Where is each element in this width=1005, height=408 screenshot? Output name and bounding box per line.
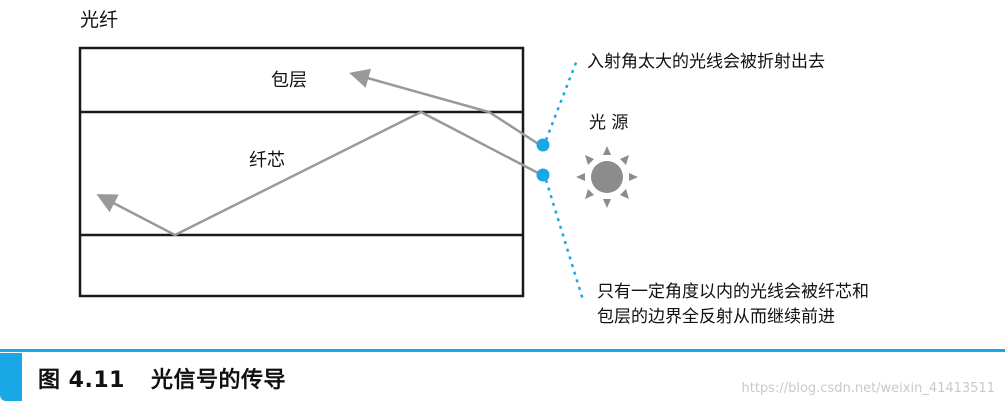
entry-point-refracted — [536, 138, 550, 152]
caption-title: 光信号的传导 — [150, 368, 286, 393]
caption-number: 图 4.11 — [38, 368, 125, 393]
entry-point-reflected — [536, 168, 550, 182]
annotation-reflected-line1: 只有一定角度以内的光线会被纤芯和 — [597, 282, 869, 302]
cladding-label: 包层 — [271, 70, 307, 91]
annotation-refracted: 入射角太大的光线会被折射出去 — [587, 52, 825, 72]
figure-caption: 图 4.11 光信号的传导 — [38, 362, 286, 394]
leader-refracted — [544, 59, 579, 141]
light-source-label: 光 源 — [589, 113, 628, 133]
refracted-ray — [349, 68, 541, 147]
annotation-reflected-line2: 包层的边界全反射从而继续前进 — [597, 307, 835, 327]
diagram-title: 光纤 — [80, 9, 118, 31]
caption-rule — [0, 349, 1005, 352]
fiber-outline — [78, 46, 525, 298]
reflected-ray — [96, 110, 541, 237]
watermark: https://blog.csdn.net/weixin_41413511 — [741, 381, 995, 396]
caption-accent-tab — [0, 353, 22, 401]
core-label: 纤芯 — [249, 150, 285, 171]
light-source-icon — [576, 146, 638, 208]
leader-reflected — [544, 179, 585, 301]
